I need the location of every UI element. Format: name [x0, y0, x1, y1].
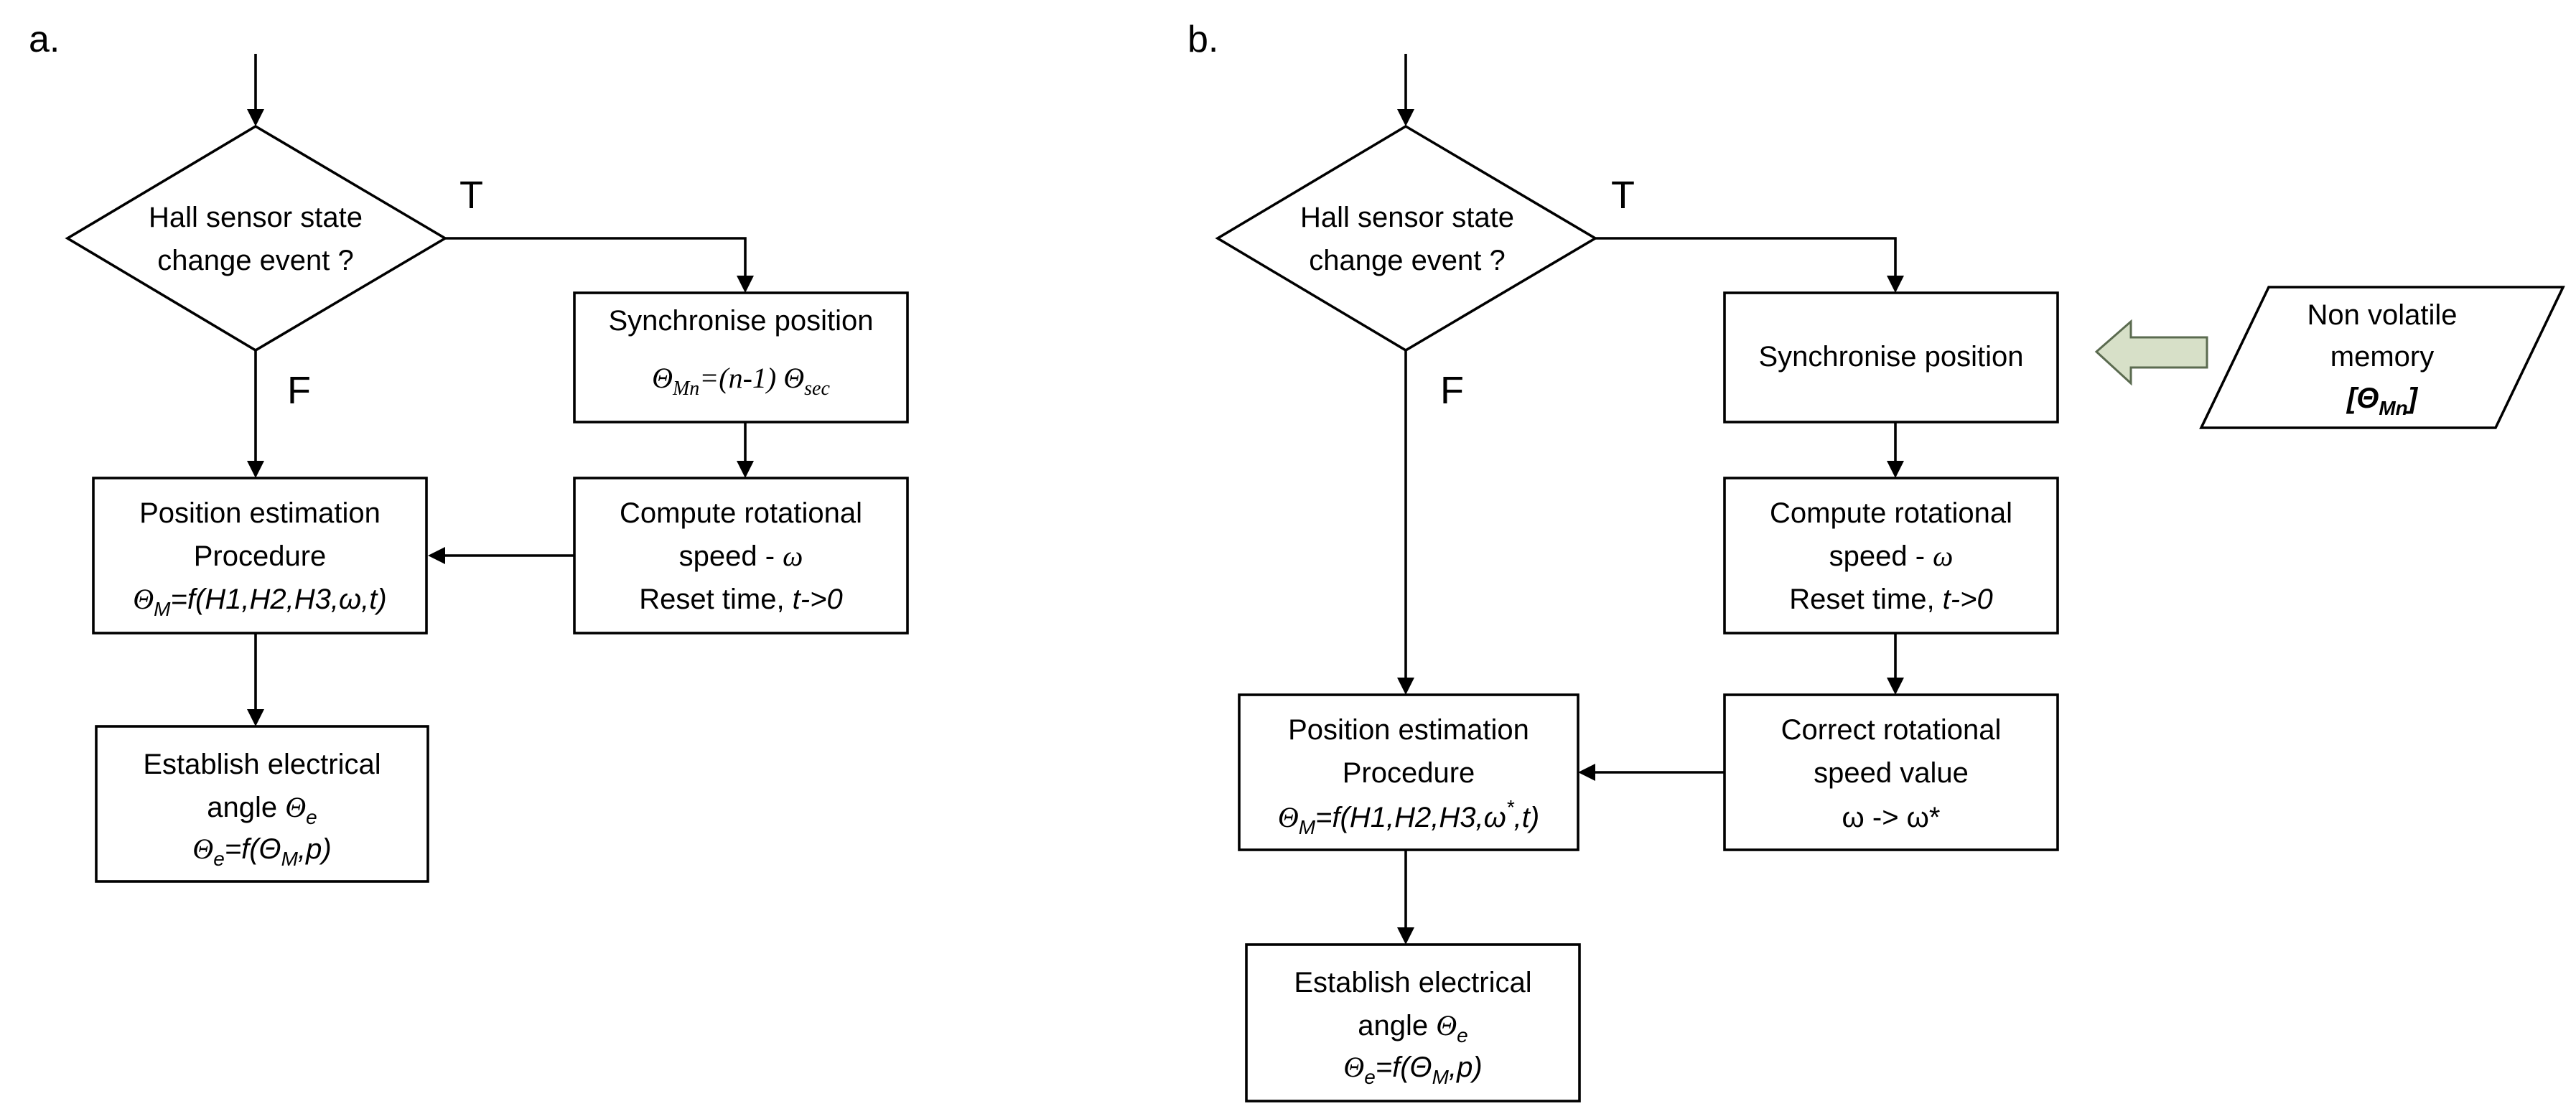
- establish-label-b-2: angle Θe: [1358, 1009, 1467, 1047]
- position-label-b-1: Position estimation: [1288, 714, 1529, 746]
- establish-box-a: [95, 725, 429, 883]
- position-equation-a: ΘM=f(H1,H2,H3,ω,t): [133, 583, 386, 620]
- synchronise-label-b: Synchronise position: [1758, 341, 2023, 373]
- compute-label-a-1: Compute rotational: [620, 497, 862, 529]
- compute-box-a: [573, 477, 909, 635]
- correct-label-b-2: speed value: [1814, 757, 1969, 789]
- synchronise-label-a: Synchronise position: [608, 305, 873, 337]
- compute-label-b-3: Reset time, t->0: [1789, 584, 1992, 615]
- decision-diamond-b: [1215, 124, 1598, 352]
- position-label-a-2: Procedure: [194, 540, 327, 572]
- entry-arrowhead-b: [1397, 109, 1414, 126]
- false-arrowhead-a: [247, 461, 264, 478]
- false-arrowhead-b: [1397, 678, 1414, 695]
- synchronise-equation-a: ΘMn=(n-1) Θsec: [652, 362, 830, 400]
- false-label-a: F: [287, 369, 311, 412]
- synchronise-box-b: [1723, 291, 2059, 423]
- sync-to-compute-arrowhead-b: [1887, 461, 1904, 478]
- establish-equation-a: Θe=f(ΘM,p): [192, 833, 331, 870]
- compute-box-b: [1723, 477, 2059, 635]
- true-label-a: T: [459, 174, 483, 217]
- establish-label-b-1: Establish electrical: [1294, 967, 1531, 998]
- establish-label-a-2: angle Θe: [207, 791, 317, 828]
- position-estimation-box-b: [1238, 693, 1579, 851]
- decision-label-b-1: Hall sensor state: [1300, 202, 1514, 233]
- true-arrowhead-a: [737, 276, 754, 293]
- compute-to-correct-arrowhead-b: [1887, 678, 1904, 695]
- compute-label-b-1: Compute rotational: [1770, 497, 2012, 529]
- position-to-establish-arrowhead-a: [247, 709, 264, 726]
- establish-label-a-1: Establish electrical: [143, 749, 381, 780]
- correct-speed-box-b: [1723, 693, 2059, 851]
- correct-label-b-1: Correct rotational: [1781, 714, 2002, 746]
- compute-label-a-3: Reset time, t->0: [639, 584, 842, 615]
- decision-label-b-2: change event ?: [1309, 245, 1506, 276]
- establish-equation-b: Θe=f(ΘM,p): [1343, 1051, 1482, 1088]
- memory-input-arrow: [2094, 319, 2208, 386]
- compute-label-b-2: speed - ω: [1829, 540, 1954, 572]
- position-to-establish-arrowhead-b: [1397, 927, 1414, 945]
- memory-equation: [ΘMn]: [2346, 383, 2419, 419]
- non-volatile-memory-shape: [2199, 286, 2565, 429]
- sync-to-compute-arrowhead-a: [737, 461, 754, 478]
- position-label-b-2: Procedure: [1343, 757, 1475, 789]
- decision-label-a-1: Hall sensor state: [149, 202, 363, 233]
- correct-label-b-3: ω -> ω*: [1842, 802, 1941, 833]
- entry-arrowhead-a: [247, 109, 264, 126]
- synchronise-box-a: [573, 291, 909, 423]
- memory-label-1: Non volatile: [2307, 299, 2457, 331]
- compute-to-position-arrowhead-a: [428, 547, 445, 564]
- decision-diamond-a: [65, 124, 448, 352]
- correct-to-position-arrowhead-b: [1578, 764, 1595, 781]
- panel-a: a. Hall sensor state change event ? T F …: [29, 19, 909, 883]
- true-arrowhead-b: [1887, 276, 1904, 293]
- true-connector-b: [1595, 237, 1897, 277]
- position-label-a-1: Position estimation: [139, 497, 381, 529]
- compute-label-a-2: speed - ω: [679, 540, 803, 572]
- panel-b-label: b.: [1187, 19, 1218, 60]
- memory-label-2: memory: [2330, 341, 2434, 373]
- decision-label-a-2: change event ?: [157, 245, 354, 276]
- establish-box-b: [1245, 943, 1581, 1102]
- position-estimation-box-a: [92, 477, 428, 635]
- panel-a-label: a.: [29, 19, 60, 60]
- true-connector-a: [445, 237, 747, 277]
- panel-b: b. Hall sensor state change event ? T F …: [1187, 19, 2565, 1102]
- false-label-b: F: [1440, 369, 1464, 412]
- position-equation-b: ΘM=f(H1,H2,H3,ω*,t): [1278, 796, 1539, 838]
- true-label-b: T: [1611, 174, 1635, 217]
